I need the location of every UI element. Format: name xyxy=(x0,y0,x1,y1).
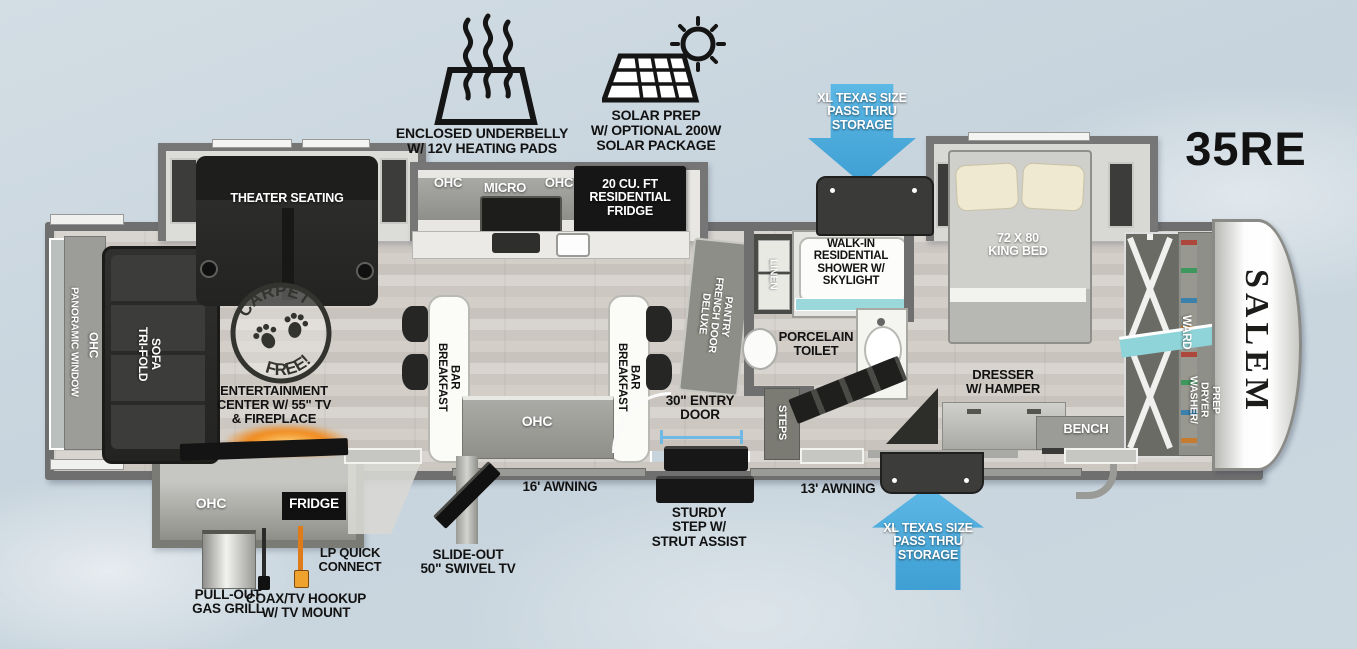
kitchen-counter xyxy=(412,231,690,259)
gas-grill-icon xyxy=(202,530,256,589)
pass-thru-storage-door-bottom xyxy=(880,452,984,494)
pass-thru-top-label: XL TEXAS SIZE PASS THRU STORAGE xyxy=(817,91,907,132)
paw-print-icon xyxy=(253,323,277,349)
lp-hose-icon xyxy=(298,526,303,576)
pass-thru-storage-door-top xyxy=(816,176,934,236)
toilet-label: PORCELAIN TOILET xyxy=(778,329,854,358)
sturdy-step-icon xyxy=(656,476,754,503)
model-number: 35RE xyxy=(1185,122,1307,175)
shower-label: WALK-IN RESIDENTIAL SHOWER W/ SKYLIGHT xyxy=(813,238,889,287)
breakfast-bar-left-label: BREAKFAST BAR xyxy=(436,342,461,412)
lp-connector-icon xyxy=(294,570,309,588)
theater-seating-label: THEATER SEATING xyxy=(230,191,344,205)
linen-label: LINEN xyxy=(767,258,780,290)
bottom-window xyxy=(1064,448,1138,464)
coax-label: COAX/TV HOOKUP W/ TV MOUNT xyxy=(245,591,367,621)
faucet xyxy=(877,318,885,326)
bottom-window xyxy=(800,448,864,464)
sturdy-step-icon xyxy=(664,446,748,471)
solar-prep-icon xyxy=(602,16,726,103)
breakfast-bar-right-label: BREAKFAST BAR xyxy=(616,342,641,412)
awning-16-label: 16' AWNING xyxy=(522,479,598,494)
kitchen-micro-label: MICRO xyxy=(483,180,527,195)
theater-seating-sofa xyxy=(196,156,378,306)
bar-chair xyxy=(646,306,672,342)
brand-logo: SALEM xyxy=(1238,269,1276,415)
bar-chair xyxy=(402,354,428,390)
enclosed-underbelly-icon xyxy=(434,13,538,125)
bar-chair xyxy=(646,354,672,390)
bar-chair xyxy=(402,306,428,342)
rear-window-sill-bottom xyxy=(50,459,124,470)
front-cap xyxy=(1212,219,1302,471)
pass-thru-bottom-label: XL TEXAS SIZE PASS THRU STORAGE xyxy=(883,521,973,562)
bench-label: BENCH xyxy=(1063,421,1109,436)
panoramic-window-label: PANORAMIC WINDOW xyxy=(68,287,81,397)
ward-label: WARD xyxy=(1180,314,1193,350)
rear-window-sill-top xyxy=(50,214,124,225)
swivel-tv-label: SLIDE-OUT 50" SWIVEL TV xyxy=(420,547,516,577)
kitchen-ohc-left-label: OHC xyxy=(433,175,463,190)
bath-wall-left xyxy=(744,230,754,392)
linen-closet xyxy=(754,234,792,314)
pillow xyxy=(954,162,1020,212)
door-dimension-tick xyxy=(740,430,743,444)
bath-wall-right xyxy=(904,230,914,322)
gas-grill-label: PULL-OUT GAS GRILL xyxy=(192,587,264,617)
trifold-sofa xyxy=(102,246,220,464)
awning-13-bracket xyxy=(1076,452,1117,499)
dresser-label: DRESSER W/ HAMPER xyxy=(965,367,1041,396)
island-ohc-label: OHC xyxy=(521,413,553,429)
coax-cable-icon xyxy=(262,528,266,580)
king-bed xyxy=(948,150,1092,344)
kitchen-ohc-right-label: OHC xyxy=(544,175,574,190)
fridge-label: 20 CU. FT RESIDENTIAL FRIDGE xyxy=(589,177,671,218)
outdoor-ohc-label: OHC xyxy=(195,495,227,511)
carpet-free-stamp: CARPET FREE! xyxy=(230,273,332,384)
walkin-shower xyxy=(792,230,914,318)
solar-label: SOLAR PREP W/ OPTIONAL 200W SOLAR PACKAG… xyxy=(590,107,722,153)
theater-slide-sill xyxy=(212,139,292,148)
outdoor-slide-wing xyxy=(348,460,422,534)
cooktop xyxy=(492,233,540,253)
theater-slide-sill xyxy=(302,139,370,148)
rear-cabinet xyxy=(64,236,106,450)
awning-16-rail xyxy=(452,468,646,477)
outdoor-fridge-label: FRIDGE xyxy=(289,496,339,511)
washer-dryer-label: WASHER/ DRYER PREP xyxy=(1187,376,1222,424)
island-ohc-cabinet xyxy=(462,396,614,459)
king-bed-label: 72 X 80 KING BED xyxy=(988,231,1048,259)
lp-label: LP QUICK CONNECT xyxy=(318,545,382,574)
awning-13-label: 13' AWNING xyxy=(800,481,876,496)
door-dimension-line xyxy=(662,436,742,439)
toilet xyxy=(742,328,778,370)
entertainment-label: ENTERTAINMENT CENTER W/ 55" TV & FIREPLA… xyxy=(216,383,332,426)
steps-label: STEPS xyxy=(775,405,788,441)
underbelly-label: ENCLOSED UNDERBELLY W/ 12V HEATING PADS xyxy=(395,125,569,156)
pillow xyxy=(1020,162,1086,212)
sturdy-step-label: STURDY STEP W/ STRUT ASSIST xyxy=(651,505,747,549)
coax-plug-icon xyxy=(258,576,270,590)
trifold-sofa-label: TRI-FOLD SOFA xyxy=(136,326,163,382)
theater-window-left xyxy=(170,158,198,224)
entry-door-label: 30" ENTRY DOOR xyxy=(665,393,735,423)
bedroom-window-right xyxy=(1108,162,1134,228)
theater-window-right xyxy=(380,158,408,224)
breakfast-bar-left xyxy=(428,295,470,463)
rear-ohc-label: OHC xyxy=(86,331,101,359)
paw-print-icon xyxy=(284,312,309,338)
bedroom-slide-sill xyxy=(968,132,1090,141)
outdoor-fridge xyxy=(282,492,346,520)
kitchen-sink xyxy=(556,233,590,257)
door-dimension-tick xyxy=(660,430,663,444)
bottom-window xyxy=(344,448,422,464)
